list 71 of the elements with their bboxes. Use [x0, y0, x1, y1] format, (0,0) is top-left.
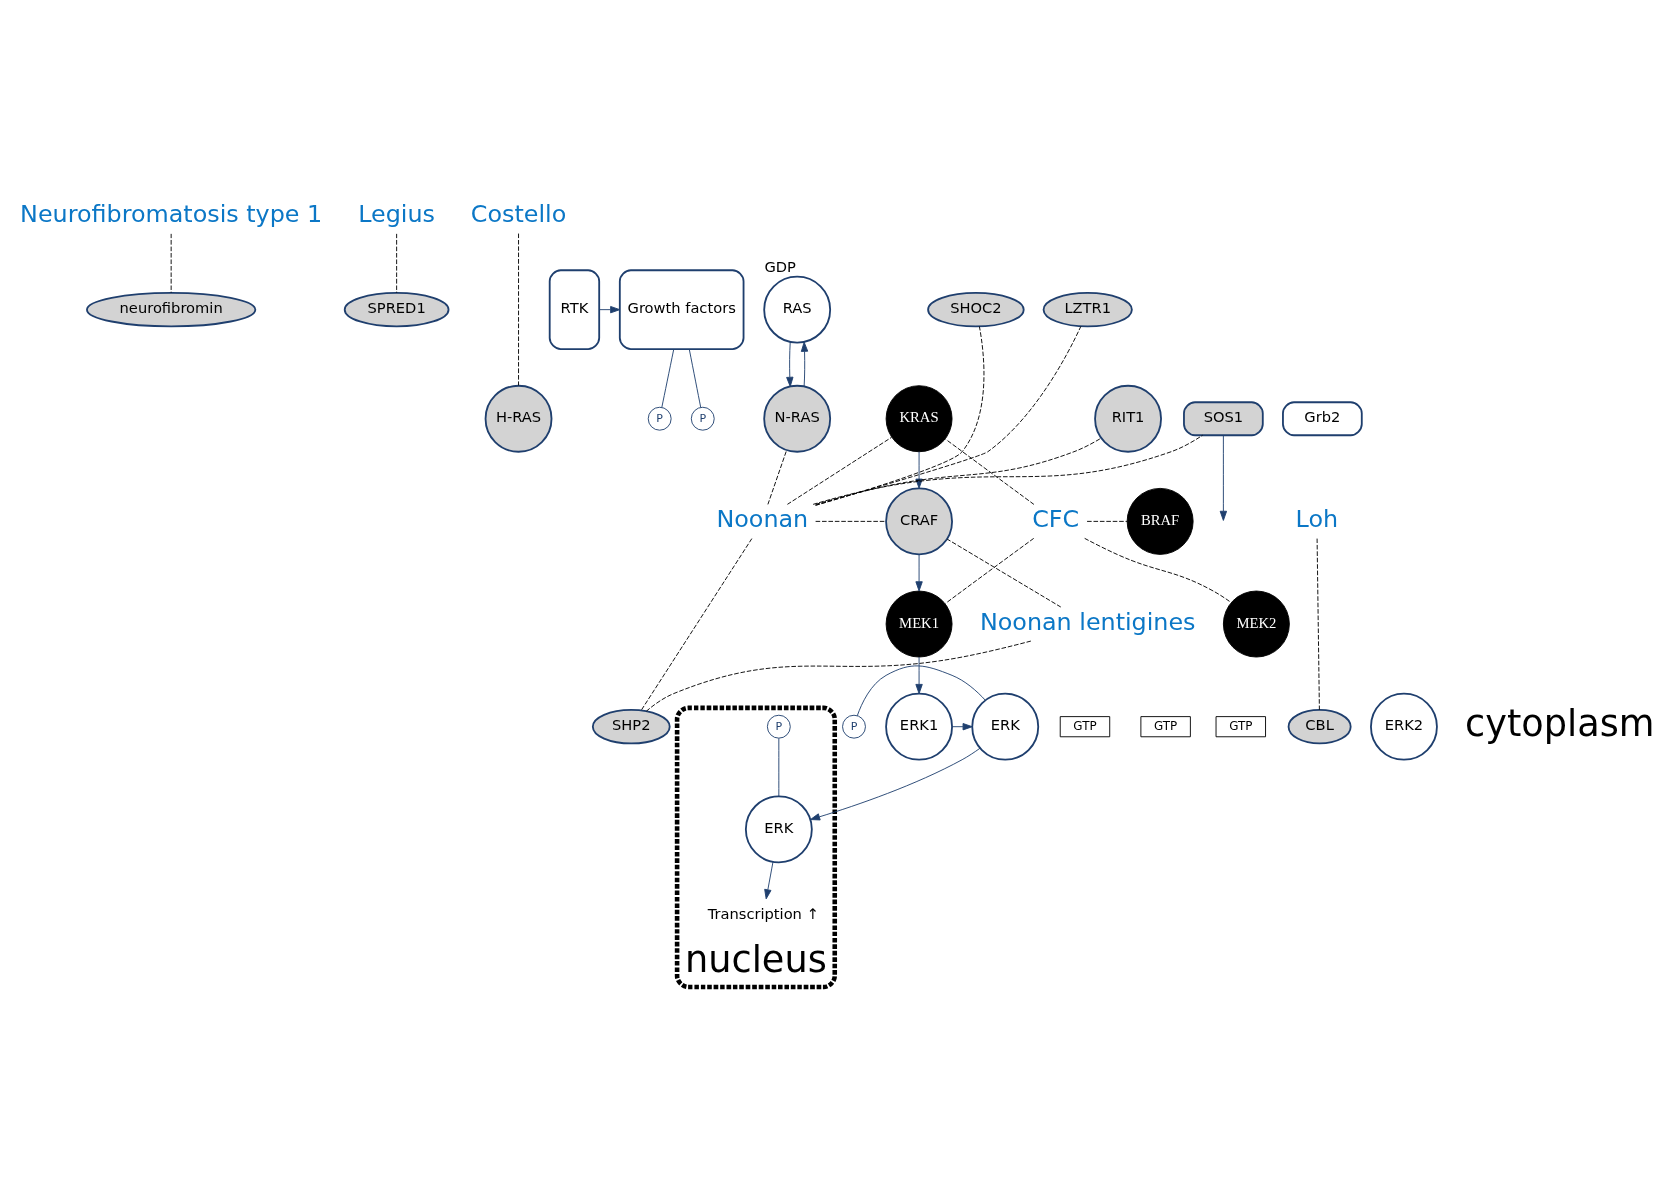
- node-text: Noonan lentigines: [979, 607, 1196, 636]
- node-ellipse: CBL: [1287, 708, 1352, 744]
- connector: [856, 664, 986, 716]
- node-text: Noonan: [716, 504, 809, 533]
- node-circle: P: [766, 714, 791, 739]
- connector: [786, 436, 892, 505]
- connector: [688, 348, 702, 408]
- connector: [767, 449, 788, 505]
- connector: [640, 537, 753, 711]
- connector: [945, 537, 1035, 604]
- node-label: GDP: [764, 257, 796, 275]
- node-circle: H-RAS: [484, 384, 553, 453]
- node-box: Growth factors: [618, 268, 745, 350]
- node-ellipse: SHP2: [591, 708, 671, 744]
- node-circle: MEK2: [1222, 590, 1290, 657]
- connector: [1086, 520, 1128, 522]
- node-circle: RIT1: [1094, 384, 1162, 453]
- label: cytoplasm: [1465, 701, 1655, 745]
- node-text: Loh: [1295, 504, 1339, 533]
- connector: [815, 437, 1102, 505]
- arrow: [915, 656, 923, 694]
- connector: [661, 348, 675, 408]
- node-box: RTK: [548, 268, 601, 350]
- node-circle: CRAF: [885, 486, 953, 555]
- arrow: [599, 305, 621, 313]
- connector: [812, 434, 1203, 505]
- connector: [815, 520, 887, 522]
- connector: [1316, 537, 1320, 710]
- node-circle: ERK: [744, 794, 813, 863]
- node-box: GTP: [1059, 715, 1111, 737]
- node-text: CFC: [1032, 504, 1080, 533]
- node-ellipse: LZTR1: [1042, 291, 1133, 327]
- node-circle: N-RAS: [763, 384, 832, 453]
- node-circle: P: [842, 714, 866, 739]
- node-circle: P: [647, 406, 672, 431]
- connector: [170, 232, 172, 293]
- node-box: SOS1: [1183, 400, 1264, 436]
- node-text: Legius: [358, 199, 436, 228]
- arrow: [915, 553, 923, 591]
- node-box: GTP: [1215, 715, 1266, 737]
- arrow: [951, 722, 973, 730]
- node-text: Costello: [470, 199, 567, 228]
- connector: [778, 737, 780, 797]
- node-circle: ERK1: [885, 692, 953, 761]
- arrow: [915, 450, 923, 489]
- connector: [1084, 537, 1232, 603]
- node-ellipse: SPRED1: [343, 291, 450, 327]
- node-circle: RAS: [763, 275, 832, 344]
- connector: [646, 640, 1032, 712]
- connector: [518, 232, 519, 386]
- node-circle: ERK: [971, 692, 1040, 761]
- node-circle: KRAS: [885, 384, 953, 452]
- node-circle: ERK2: [1370, 692, 1438, 761]
- node-box: GTP: [1140, 715, 1191, 737]
- node-circle: BRAF: [1126, 487, 1194, 555]
- arrow: [764, 860, 774, 899]
- connector: [944, 438, 1035, 505]
- node-ellipse: SHOC2: [927, 291, 1025, 327]
- node-text: Neurofibromatosis type 1: [20, 199, 323, 228]
- node-text: Transcription ↑: [707, 904, 819, 922]
- node-circle: MEK1: [885, 590, 953, 657]
- node-ellipse: neurofibromin: [86, 291, 257, 327]
- arrow: [810, 747, 981, 820]
- arrow: [800, 341, 809, 387]
- connector: [815, 325, 1082, 506]
- connector: [946, 538, 1062, 607]
- node-box: Grb2: [1282, 400, 1363, 436]
- arrow: [1219, 434, 1228, 521]
- connector: [396, 232, 398, 293]
- node-circle: P: [690, 406, 715, 431]
- arrow: [786, 341, 794, 387]
